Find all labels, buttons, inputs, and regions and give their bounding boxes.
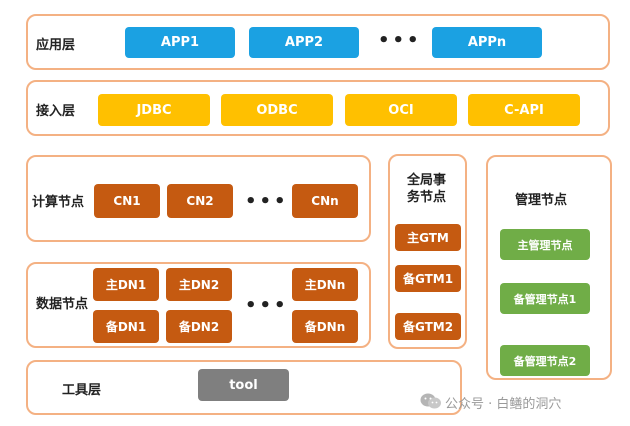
standby-gtm1-box: 备GTM1 xyxy=(395,265,461,292)
compute-node-label: 计算节点 xyxy=(32,195,85,210)
tool-layer-label: 工具层 xyxy=(62,383,102,398)
cnn-box: CNn xyxy=(292,184,358,218)
app-layer-label: 应用层 xyxy=(36,38,76,53)
primary-dn2-box: 主DN2 xyxy=(166,268,232,301)
capi-box: C-API xyxy=(468,94,580,126)
standby-mgmt1-box: 备管理节点1 xyxy=(500,283,590,314)
odbc-box: ODBC xyxy=(221,94,333,126)
app2-box: APP2 xyxy=(249,27,359,58)
watermark-text: 公众号 · 白鳝的洞穴 xyxy=(445,397,562,412)
tool-box: tool xyxy=(198,369,289,401)
primary-gtm-box: 主GTM xyxy=(395,224,461,251)
standby-dnn-box: 备DNn xyxy=(292,310,358,343)
jdbc-box: JDBC xyxy=(98,94,210,126)
primary-mgmt-box: 主管理节点 xyxy=(500,229,590,260)
appn-box: APPn xyxy=(432,27,542,58)
standby-dn2-box: 备DN2 xyxy=(166,310,232,343)
dn-ellipsis: ••• xyxy=(245,295,289,316)
access-layer-label: 接入层 xyxy=(36,104,76,119)
app-ellipsis: ••• xyxy=(378,30,422,51)
mgmt-panel xyxy=(486,155,612,380)
oci-box: OCI xyxy=(345,94,457,126)
wechat-icon xyxy=(420,392,442,410)
cn2-box: CN2 xyxy=(167,184,233,218)
gtm-label-line1: 全局事 xyxy=(407,173,447,188)
primary-dn1-box: 主DN1 xyxy=(93,268,159,301)
gtm-label-line2: 务节点 xyxy=(407,190,447,205)
standby-mgmt2-box: 备管理节点2 xyxy=(500,345,590,376)
primary-dnn-box: 主DNn xyxy=(292,268,358,301)
cn-ellipsis: ••• xyxy=(245,191,289,212)
standby-dn1-box: 备DN1 xyxy=(93,310,159,343)
cn1-box: CN1 xyxy=(94,184,160,218)
data-node-label: 数据节点 xyxy=(36,297,89,312)
standby-gtm2-box: 备GTM2 xyxy=(395,313,461,340)
mgmt-label: 管理节点 xyxy=(515,193,568,208)
app1-box: APP1 xyxy=(125,27,235,58)
